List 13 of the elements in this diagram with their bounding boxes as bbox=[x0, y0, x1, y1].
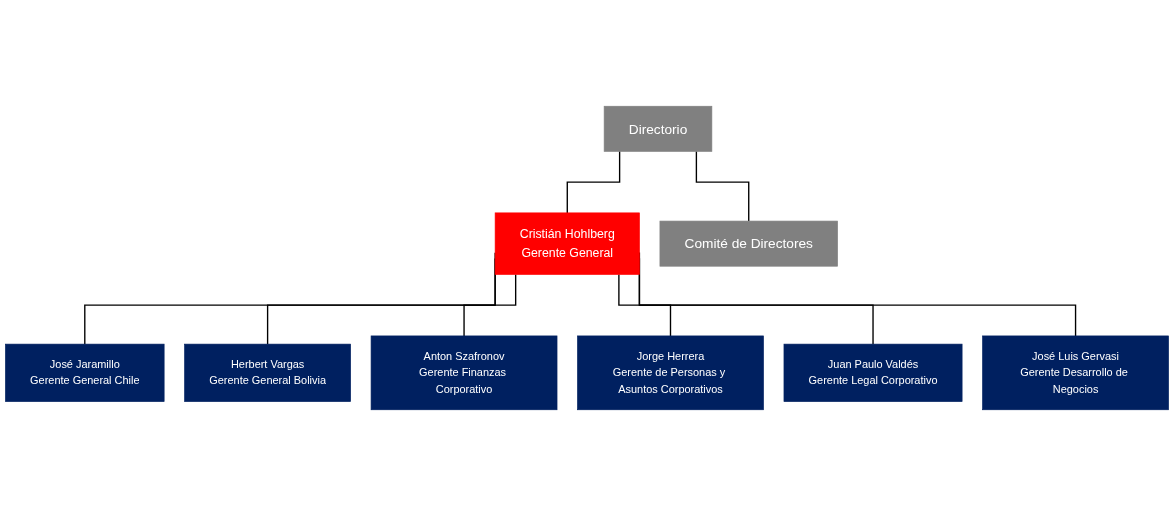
node-box: Comité de Directores bbox=[659, 220, 838, 267]
node-box: Cristián Hohlberg Gerente General bbox=[494, 212, 640, 275]
connector bbox=[618, 273, 672, 337]
connector bbox=[463, 273, 517, 337]
node-box: Directorio bbox=[603, 105, 713, 152]
node-box: Herbert Vargas Gerente General Bolivia bbox=[184, 343, 351, 402]
node-box: Juan Paulo Valdés Gerente Legal Corporativo bbox=[783, 343, 963, 402]
node-box: José Jaramillo Gerente General Chile bbox=[5, 343, 165, 402]
connector bbox=[566, 150, 621, 214]
node-box: Anton Szafronov Gerente Finanzas Corporativo bbox=[370, 335, 558, 411]
connector bbox=[695, 150, 750, 222]
node-box: Jorge Herrera Gerente de Personas y Asuntos Corporativos bbox=[577, 335, 764, 411]
node-box: José Luis Gervasi Gerente Desarrollo de Negocios bbox=[982, 335, 1169, 411]
